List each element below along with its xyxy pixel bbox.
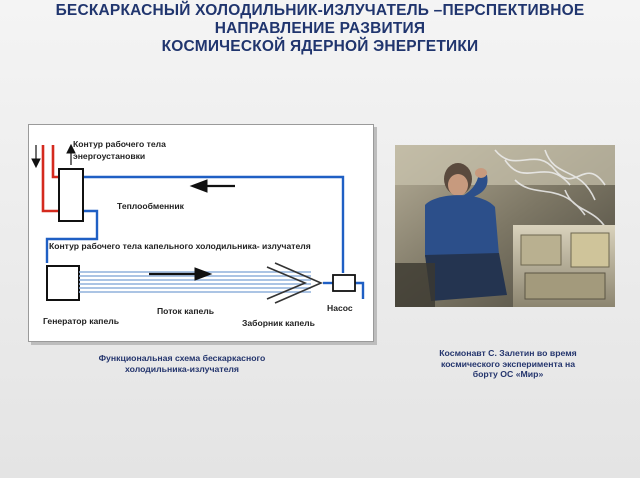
title-line-3: КОСМИЧЕСКОЙ ЯДЕРНОЙ ЭНЕРГЕТИКИ (161, 38, 479, 55)
power-circuit-lines (41, 145, 59, 213)
red-return-line (41, 145, 59, 213)
label-droplet-generator: Генератор капель (43, 316, 119, 326)
radiator-scheme-diagram: Контур рабочего тела энергоустановки Теп… (28, 124, 374, 342)
cosmonaut-photo-illustration (395, 145, 615, 307)
title-line-2: НАПРАВЛЕНИЕ РАЗВИТИЯ (214, 20, 426, 37)
pump-box (332, 274, 356, 292)
power-circuit-arrows (31, 143, 76, 169)
red-feed-line (51, 145, 59, 179)
label-heat-exchanger: Теплообменник (117, 201, 184, 211)
title-line-1: БЕСКАРКАСНЫЙ ХОЛОДИЛЬНИК-ИЗЛУЧАТЕЛЬ –ПЕР… (55, 2, 585, 19)
left-caption: Функциональная схема бескаркасного холод… (98, 353, 266, 374)
droplet-circuit-lines (45, 175, 365, 299)
label-pump: Насос (327, 303, 353, 313)
flow-arrows (149, 179, 235, 281)
slide-title: БЕСКАРКАСНЫЙ ХОЛОДИЛЬНИК-ИЗЛУЧАТЕЛЬ –ПЕР… (0, 2, 640, 56)
droplet-generator-box (46, 265, 80, 301)
scheme-svg (31, 143, 365, 304)
label-droplet-circuit: Контур рабочего тела капельного холодиль… (49, 241, 311, 251)
heat-exchanger-box (58, 168, 84, 222)
blue-top-line (84, 175, 345, 273)
right-caption: Космонавт С. Залетин во время космическо… (439, 348, 577, 379)
cosmonaut-figure (425, 163, 507, 301)
label-droplet-collector: Заборник капель (242, 318, 315, 328)
blue-left-line (45, 209, 99, 263)
cosmonaut-photo (395, 145, 615, 307)
pump-out-line (355, 281, 365, 299)
label-power-circuit: Контур рабочего тела энергоустановки (73, 139, 166, 161)
droplet-collector-shape (266, 262, 324, 304)
label-droplet-flow: Поток капель (157, 306, 215, 316)
